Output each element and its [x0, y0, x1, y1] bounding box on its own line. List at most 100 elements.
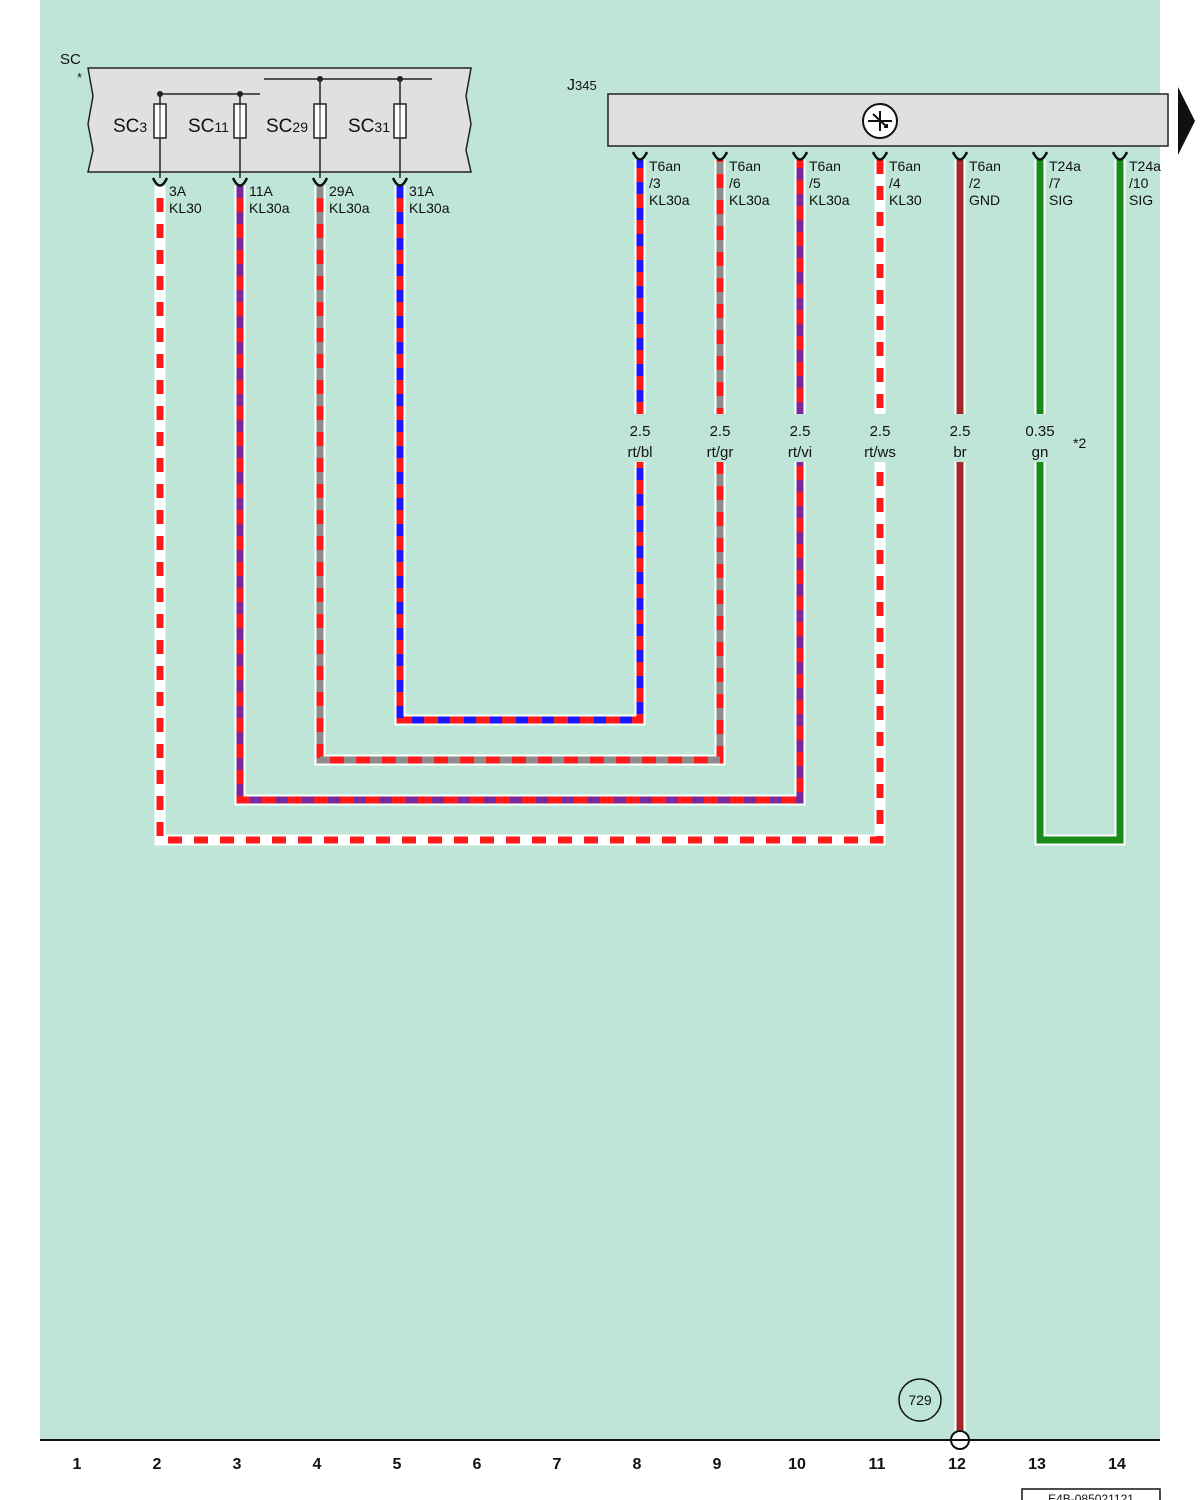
connector-pin-icon — [311, 177, 329, 187]
wire-label-w-gn: 0.35 gn — [1014, 414, 1066, 462]
unit-pin-conn: T24a — [1129, 158, 1161, 174]
fuse-box: SC * SC3 SC11 SC29 SC31 — [60, 51, 472, 178]
fuse-sc11: SC11 — [188, 91, 247, 178]
control-unit-j345: J345 — [567, 77, 1195, 155]
fuse-label: SC3 — [113, 116, 147, 137]
wire-label-w-br: 2.5 br — [934, 414, 986, 462]
connector-pin-icon — [711, 151, 729, 161]
ground-point-label: 729 — [908, 1392, 932, 1408]
track-number: 5 — [393, 1456, 402, 1473]
unit-pin-number: /10 — [1129, 175, 1149, 191]
connector-pin-icon — [871, 151, 889, 161]
connector-pin-icon — [151, 177, 169, 187]
unit-pin-conn: T6an — [649, 158, 681, 174]
wire-size: 2.5 — [630, 423, 651, 440]
document-code: E4B-085021121 — [1048, 1492, 1134, 1500]
track-number: 13 — [1028, 1456, 1046, 1473]
document-code-box: E4B-085021121 — [1021, 1488, 1161, 1500]
track-number: 14 — [1108, 1456, 1126, 1473]
wire-w-rt-ws — [154, 160, 886, 846]
wire-size: 2.5 — [950, 423, 971, 440]
fuse-pin-signal: KL30a — [329, 200, 370, 216]
track-number: 10 — [788, 1456, 806, 1473]
unit-pin-conn: T24a — [1049, 158, 1081, 174]
wire-label-w-rt-gr: 2.5 rt/gr — [694, 414, 746, 462]
fuse-sc29: SC29 — [266, 76, 327, 178]
unit-pin-number: /4 — [889, 175, 901, 191]
wire-label-w-rt-bl: 2.5rt/bl — [614, 414, 666, 462]
svg-text:J345: J345 — [567, 77, 597, 94]
connector-pin-icon — [1111, 151, 1129, 161]
unit-pin-number: /3 — [649, 175, 661, 191]
track-number: 3 — [233, 1456, 242, 1473]
fuse-pin-signal: KL30 — [169, 200, 202, 216]
connector-pin-icon — [231, 177, 249, 187]
connector-pin-icon — [951, 151, 969, 161]
unit-pin-number: /6 — [729, 175, 741, 191]
unit-pin-conn: T6an — [969, 158, 1001, 174]
track-number: 2 — [153, 1456, 162, 1473]
fuse-label: SC29 — [266, 116, 308, 137]
wire-w-gn — [1034, 160, 1126, 846]
wire-size: 2.5 — [870, 423, 891, 440]
wire-note: *2 — [1073, 435, 1086, 451]
connector-pin-icon — [791, 151, 809, 161]
fuse-label: SC31 — [348, 116, 390, 137]
wire-color-code: rt/ws — [864, 444, 896, 461]
unit-pin-signal: KL30 — [889, 192, 922, 208]
unit-pin-signal: KL30a — [649, 192, 690, 208]
unit-pin-conn: T6an — [809, 158, 841, 174]
track-number: 1 — [73, 1456, 82, 1473]
fuse-pin-label: 31A — [409, 183, 435, 199]
wire-label-w-rt-ws: 2.5 rt/ws — [854, 414, 906, 462]
unit-pin-number: /5 — [809, 175, 821, 191]
track-number: 6 — [473, 1456, 482, 1473]
wire-color-code: rt/gr — [707, 444, 734, 461]
control-unit-label: J — [567, 77, 575, 94]
track-number: 8 — [633, 1456, 642, 1473]
wire-size: 0.35 — [1025, 423, 1054, 440]
fuse-sc3: SC3 — [113, 91, 167, 178]
fuse-box-note: * — [77, 70, 82, 85]
track-number: 4 — [313, 1456, 322, 1473]
wire-color-code: gn — [1032, 444, 1049, 461]
fuse-pin-label: 3A — [169, 183, 187, 199]
fuse-pin-label: 11A — [249, 183, 274, 199]
track-number: 12 — [948, 1456, 966, 1473]
wire-label-w-rt-vi: 2.5rt/vi — [774, 414, 826, 462]
track-number: 11 — [869, 1456, 886, 1473]
wire-size: 2.5 — [710, 423, 731, 440]
fuse-sc31: SC31 — [348, 76, 407, 178]
fuse-box-label: SC — [60, 51, 81, 68]
connector-pin-icon — [391, 177, 409, 187]
control-unit-sub: 345 — [575, 78, 597, 93]
wire-color-code: br — [953, 444, 966, 461]
continuation-arrow-icon — [1178, 87, 1195, 155]
fuse-pin-label: 29A — [329, 183, 355, 199]
track-number: 9 — [713, 1456, 722, 1473]
unit-pin-conn: T6an — [729, 158, 761, 174]
unit-pin-conn: T6an — [889, 158, 921, 174]
connector-pin-icon — [631, 151, 649, 161]
unit-pin-number: /7 — [1049, 175, 1061, 191]
connector-pin-icon — [1031, 151, 1049, 161]
unit-pin-signal: SIG — [1129, 192, 1153, 208]
fuse-pin-signal: KL30a — [249, 200, 290, 216]
wire-w-rt-vi — [234, 160, 806, 806]
fuse-pin-signal: KL30a — [409, 200, 450, 216]
unit-pin-signal: SIG — [1049, 192, 1073, 208]
unit-pin-signal: GND — [969, 192, 1000, 208]
electronic-unit-icon — [862, 103, 898, 139]
wire-size: 2.5 — [790, 423, 811, 440]
